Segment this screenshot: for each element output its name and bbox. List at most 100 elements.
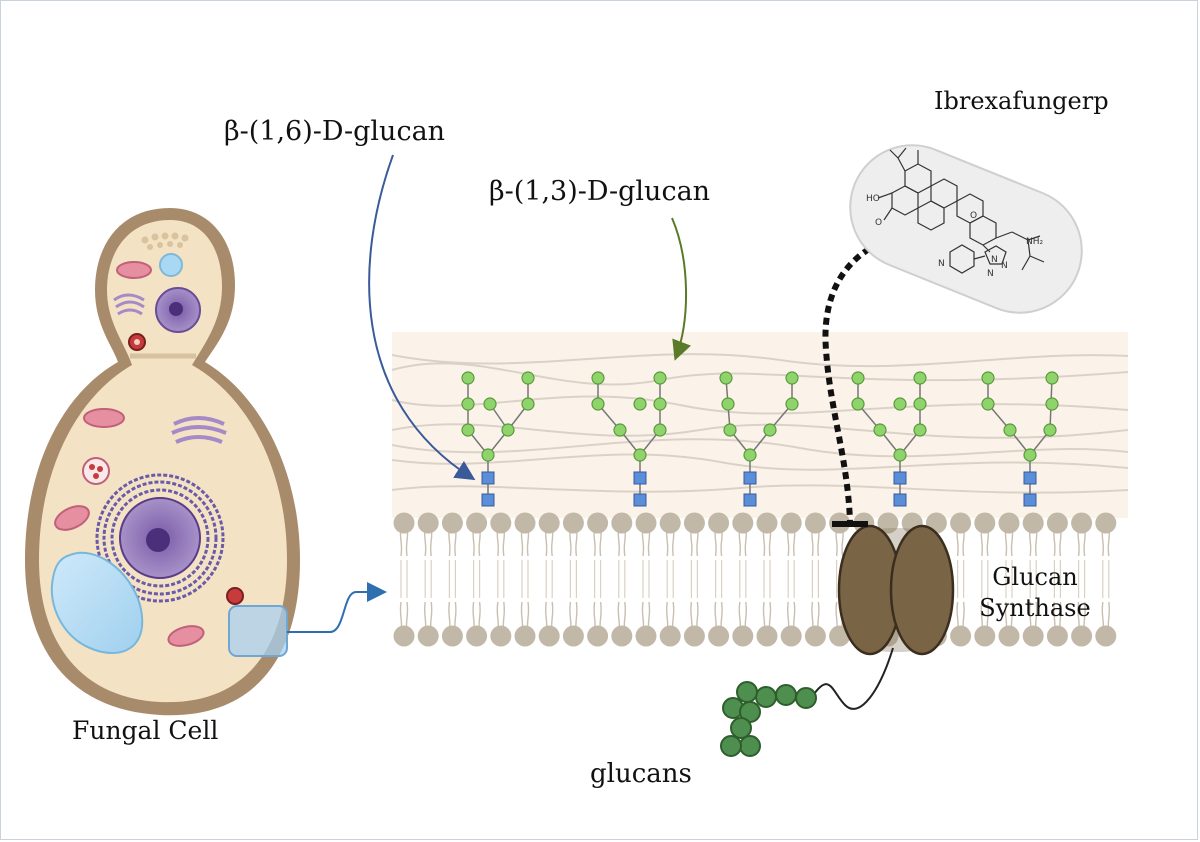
small-vacuole	[159, 253, 183, 277]
glucans-label: glucans	[590, 759, 692, 789]
lipid-head	[780, 512, 802, 534]
lipid-tail-inner	[618, 560, 626, 598]
glucan-tree-3	[719, 371, 799, 507]
lipid-head	[393, 512, 415, 534]
lipid-head	[708, 625, 730, 647]
lipid-tail-inner	[981, 560, 989, 598]
lipid-head	[974, 625, 996, 647]
lipid-head	[538, 625, 560, 647]
lipid-tail-inner	[811, 560, 819, 598]
lipid-head	[611, 625, 633, 647]
svg-text:O: O	[970, 211, 977, 221]
lipid-head	[708, 512, 730, 534]
lipid-head	[756, 625, 778, 647]
drug-structure	[877, 147, 1045, 274]
bud-golgi	[113, 293, 145, 316]
lipid-tail-inner	[569, 560, 577, 598]
glucan-tree-1	[461, 371, 535, 507]
inhibition-dotted-line	[822, 240, 882, 523]
svg-text:N: N	[1001, 261, 1008, 271]
drug-atom-labels: HO O O NH₂ N N N N	[866, 194, 1044, 279]
lipid-tail-inner	[957, 560, 965, 598]
svg-text:NH₂: NH₂	[1026, 237, 1044, 247]
glucan-tree-2	[591, 371, 667, 507]
fungal-cell-label: Fungal Cell	[72, 716, 219, 745]
lipid-head	[683, 512, 705, 534]
lipid-tail-inner	[545, 560, 553, 598]
lipid-head	[974, 512, 996, 534]
lipid-head	[611, 512, 633, 534]
fungal-cell	[25, 208, 300, 716]
lipid-head	[417, 512, 439, 534]
vesicle-red	[82, 457, 110, 485]
glucan-synthase-label: Glucan Synthase	[962, 562, 1108, 624]
lipid-head	[804, 625, 826, 647]
glucan-product-beads	[720, 681, 817, 757]
lipid-head	[756, 512, 778, 534]
lipid-head	[998, 625, 1020, 647]
lipid-tail-inner	[594, 560, 602, 598]
lipid-tail-inner	[715, 560, 723, 598]
lipid-tail-inner	[424, 560, 432, 598]
glucan-synthase-label-line1: Glucan	[992, 563, 1078, 591]
lipid-tail-inner	[473, 560, 481, 598]
lipid-head	[514, 625, 536, 647]
lipid-head	[1046, 625, 1068, 647]
lipid-head	[441, 625, 463, 647]
lipid-tail-inner	[642, 560, 650, 598]
lipid-head	[635, 512, 657, 534]
lipid-tail-inner	[448, 560, 456, 598]
lipid-tail-inner	[1005, 560, 1013, 598]
mitochondrion-3	[167, 625, 205, 647]
lipid-tail-inner	[1102, 560, 1110, 598]
lipid-head	[1095, 512, 1117, 534]
beta13-pointer-arrow	[671, 217, 692, 361]
lipid-head	[1071, 512, 1093, 534]
drug-label: Ibrexafungerp	[934, 87, 1109, 115]
lipid-head	[441, 512, 463, 534]
lipid-tail-inner	[739, 560, 747, 598]
lipid-tail-inner	[1053, 560, 1061, 598]
lipid-head	[998, 512, 1020, 534]
synthase-subunit-right	[889, 524, 955, 656]
lipid-head	[1071, 625, 1093, 647]
endoplasmic-reticulum	[95, 473, 225, 603]
lipid-head	[1022, 512, 1044, 534]
lipid-tail-inner	[763, 560, 771, 598]
lipid-head	[732, 625, 754, 647]
glucan-tree-4	[851, 371, 927, 507]
lipid-head	[538, 512, 560, 534]
lipid-tail-inner	[787, 560, 795, 598]
lipid-tail-inner	[1078, 560, 1086, 598]
mitochondrion-2	[54, 505, 90, 531]
lipid-head	[514, 512, 536, 534]
lipid-head	[562, 625, 584, 647]
beta-1-6-glucan-label: β-(1,6)-D-glucan	[224, 116, 446, 147]
svg-text:O: O	[875, 218, 882, 228]
bud-mitochondrion	[116, 261, 152, 279]
lipid-head	[780, 625, 802, 647]
lipid-tail-inner	[521, 560, 529, 598]
main-nucleolus	[146, 528, 170, 552]
lipid-head	[683, 625, 705, 647]
lipid-head	[1022, 625, 1044, 647]
golgi-body	[171, 416, 227, 444]
lipid-head	[950, 625, 972, 647]
peroxisome	[226, 587, 244, 605]
large-vacuole	[50, 551, 144, 654]
lipid-head	[732, 512, 754, 534]
lipid-head	[562, 512, 584, 534]
lipid-tail-inner	[1029, 560, 1037, 598]
lipid-head	[587, 512, 609, 534]
lipid-head	[466, 625, 488, 647]
glucan-tree-5	[981, 371, 1059, 507]
lipid-tail-inner	[666, 560, 674, 598]
lipid-head	[587, 625, 609, 647]
beta16-pointer-arrow	[368, 154, 476, 481]
lipid-head	[490, 625, 512, 647]
zoom-connector-arrow	[287, 582, 387, 633]
lipid-head	[466, 512, 488, 534]
svg-text:HO: HO	[866, 194, 880, 204]
glucan-synthase	[837, 524, 955, 656]
